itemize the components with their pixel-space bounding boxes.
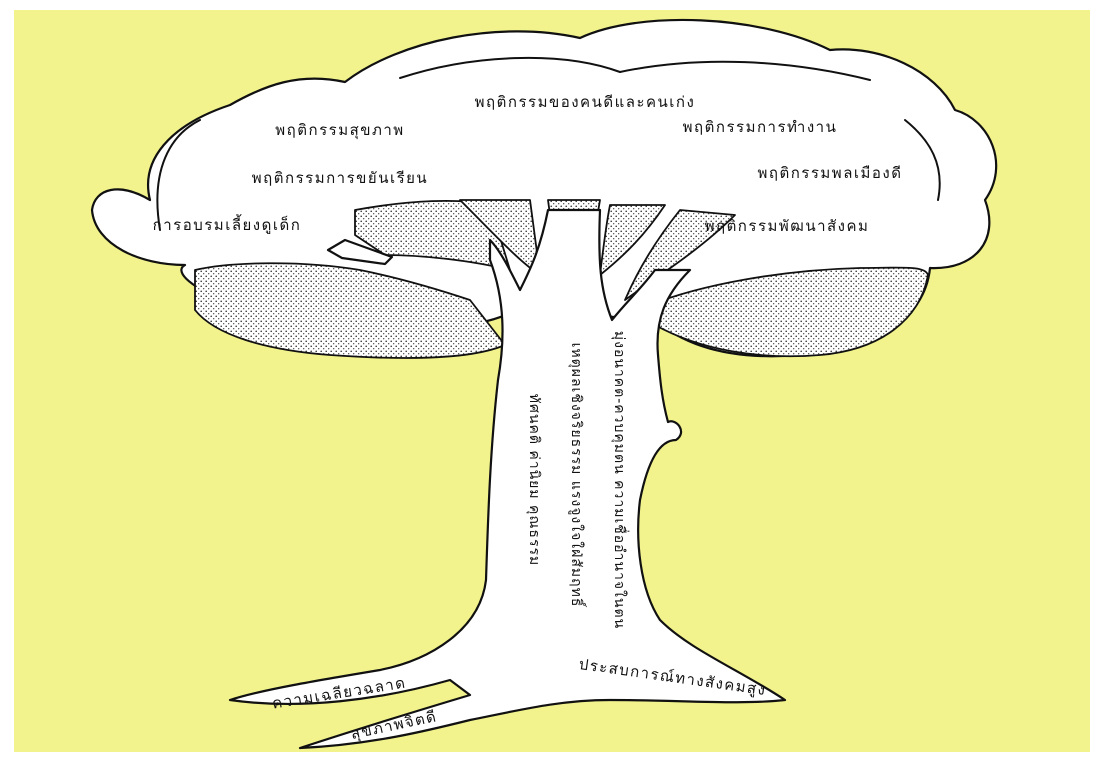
label-work-behavior: พฤติกรรมการทำงาน: [683, 118, 838, 136]
label-social-development: พฤติกรรมพัฒนาสังคม: [705, 217, 870, 235]
label-good-smart-behavior: พฤติกรรมของคนดีและคนเก่ง: [475, 93, 696, 111]
label-health-behavior: พฤติกรรมสุขภาพ: [275, 121, 404, 140]
label-good-citizen: พฤติกรรมพลเมืองดี: [758, 164, 903, 182]
label-trunk-future-orientation: มุ่งอนาคต-ควบคุมตน ความเชื่ออำนาจในตน: [611, 331, 629, 629]
label-child-rearing: การอบรมเลี้ยงดูเด็ก: [153, 214, 302, 234]
label-trunk-attitude: ทัศนคติ ค่านิยม คุณธรรม: [526, 394, 542, 566]
label-trunk-moral-reasoning: เหตุผลเชิงจริยธรรม แรงจูงใจใฝ่สัมฤทธิ์: [568, 343, 587, 609]
label-study-diligence: พฤติกรรมการขยันเรียน: [252, 169, 428, 187]
